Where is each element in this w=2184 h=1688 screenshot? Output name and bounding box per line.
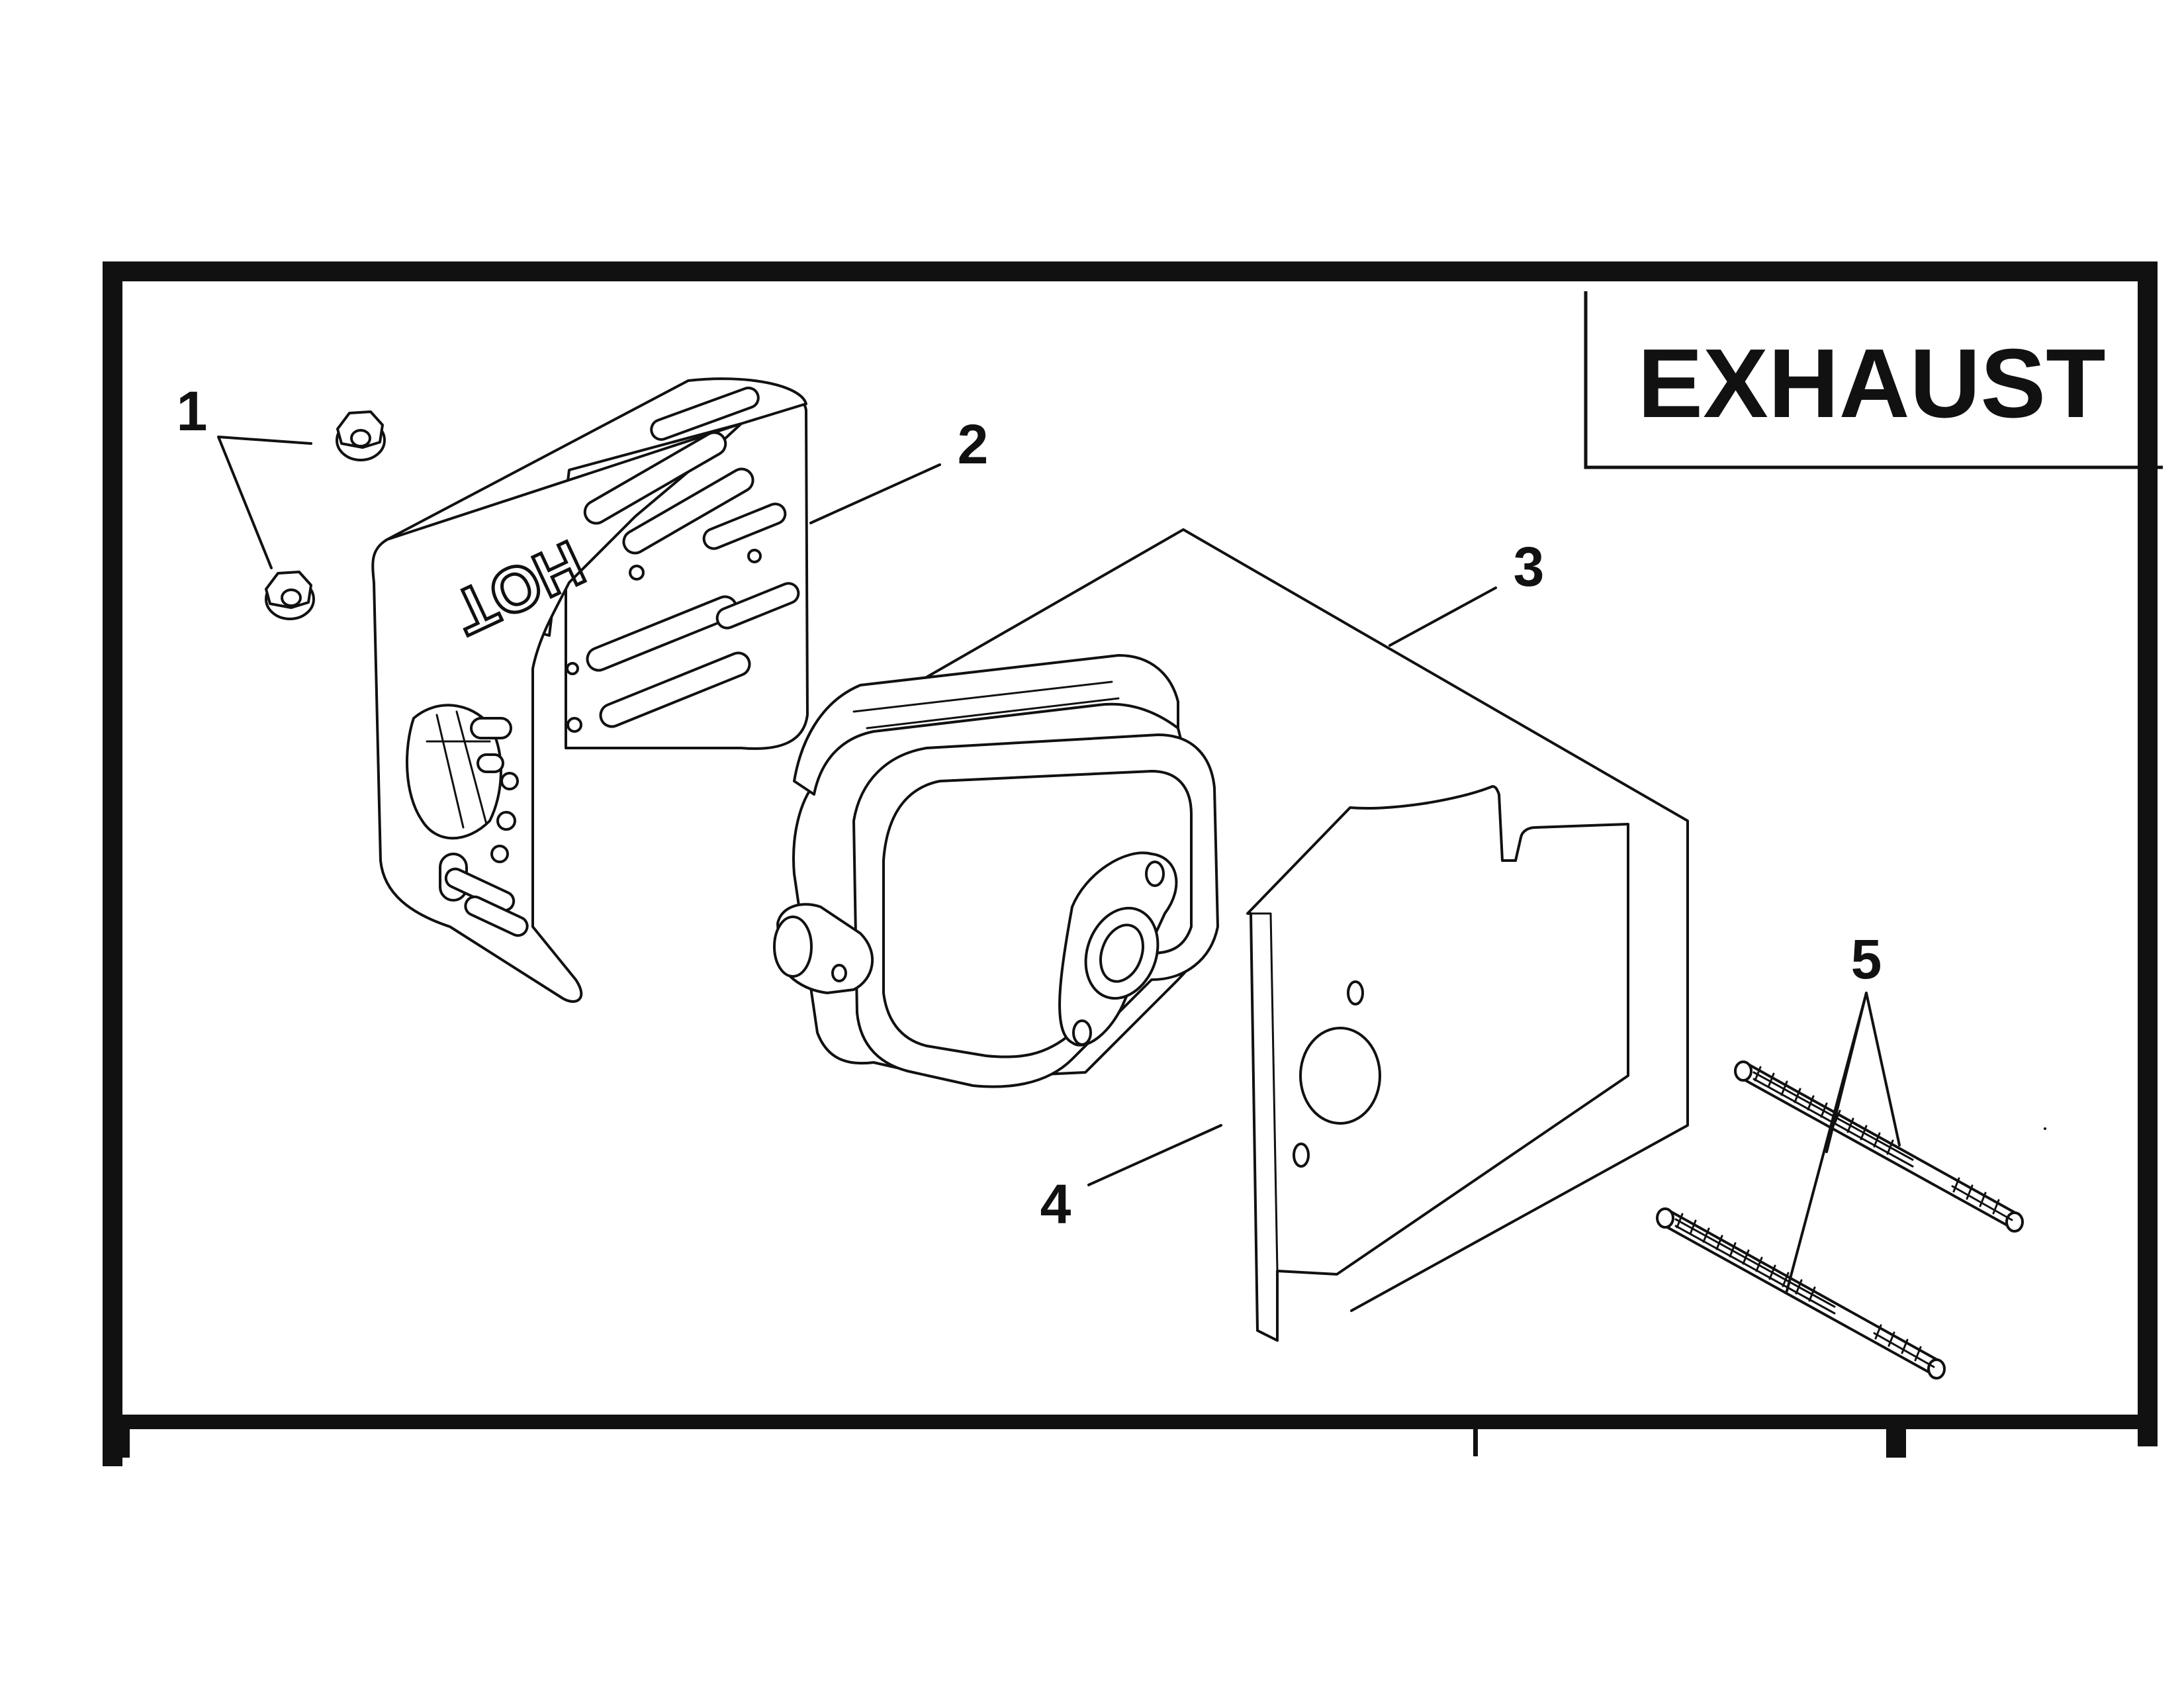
flange-nut	[336, 410, 386, 461]
scan-speck	[2044, 1127, 2046, 1130]
part-2-heat-shield: HOT	[371, 377, 809, 1003]
callout-2: 2	[958, 413, 989, 475]
callout-5: 5	[1851, 928, 1882, 990]
title-box: EXHAUST	[1584, 291, 2163, 469]
muffler	[773, 654, 1219, 1088]
part-1-flange-nuts	[265, 410, 386, 620]
diagram-frame	[103, 261, 2158, 1466]
part-5-studs	[1656, 1060, 2024, 1380]
diagram-title: EXHAUST	[1637, 329, 2105, 438]
flange-nut	[265, 571, 315, 620]
stud	[1656, 1207, 1946, 1380]
callout-labels: 1 2 3 4 5	[177, 380, 1882, 1235]
part-3-kit-bracket	[854, 528, 1689, 1312]
callout-1: 1	[177, 380, 208, 442]
stud	[1734, 1060, 2024, 1233]
leader-lines	[217, 436, 1901, 1292]
callout-4: 4	[1040, 1173, 1071, 1235]
callout-3: 3	[1514, 536, 1545, 598]
part-4-gasket	[1246, 785, 1629, 1342]
